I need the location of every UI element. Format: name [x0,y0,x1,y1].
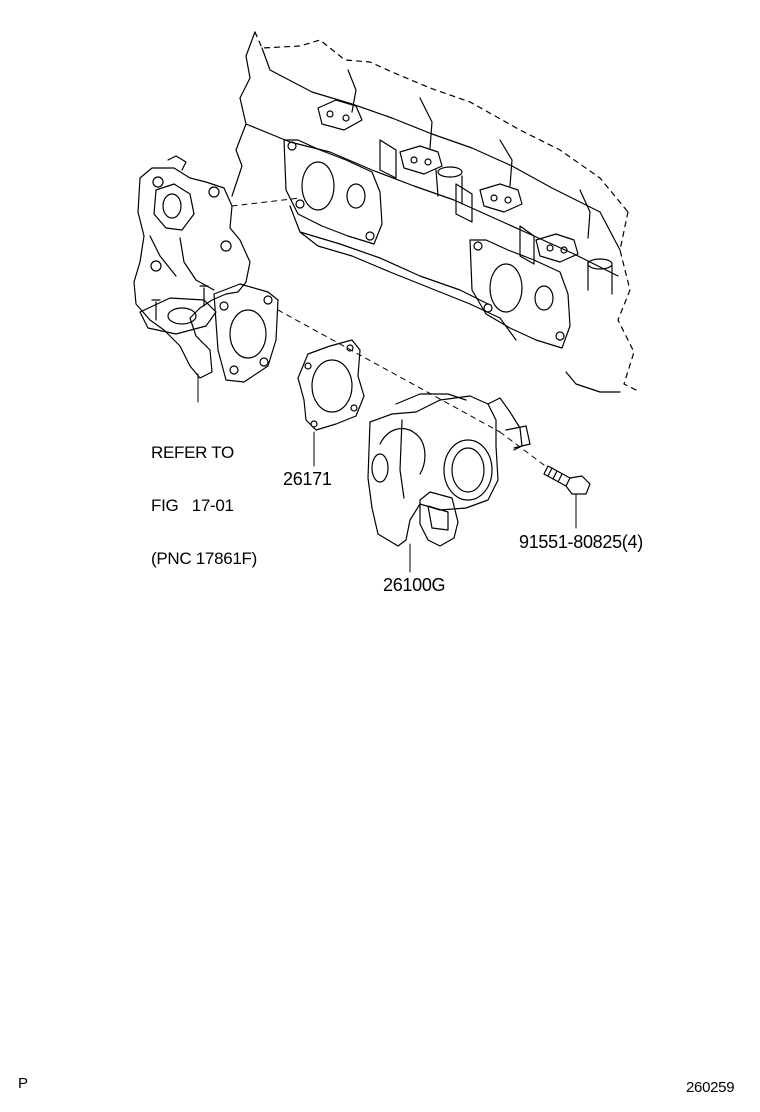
leader-lines [197,373,577,573]
bolt [543,465,591,495]
intake-connector [133,155,279,383]
assembly-lines [231,197,549,469]
reference-line-1: REFER TO [151,443,234,462]
throttle-body-part-number: 26100G [383,575,446,595]
corner-letter: P [18,1075,28,1092]
gasket [297,339,365,431]
illustration-number: 260259 [686,1079,735,1096]
reference-note: REFER TO FIG 17-01 (PNC 17861F) [151,409,257,585]
throttle-body [367,393,531,547]
reference-line-3: (PNC 17861F) [151,549,257,568]
bolt-part-number: 91551-80825(4) [519,532,643,552]
reference-line-2: FIG 17-01 [151,496,234,515]
cylinder-head [231,31,641,393]
gasket-part-number: 26171 [283,469,332,489]
